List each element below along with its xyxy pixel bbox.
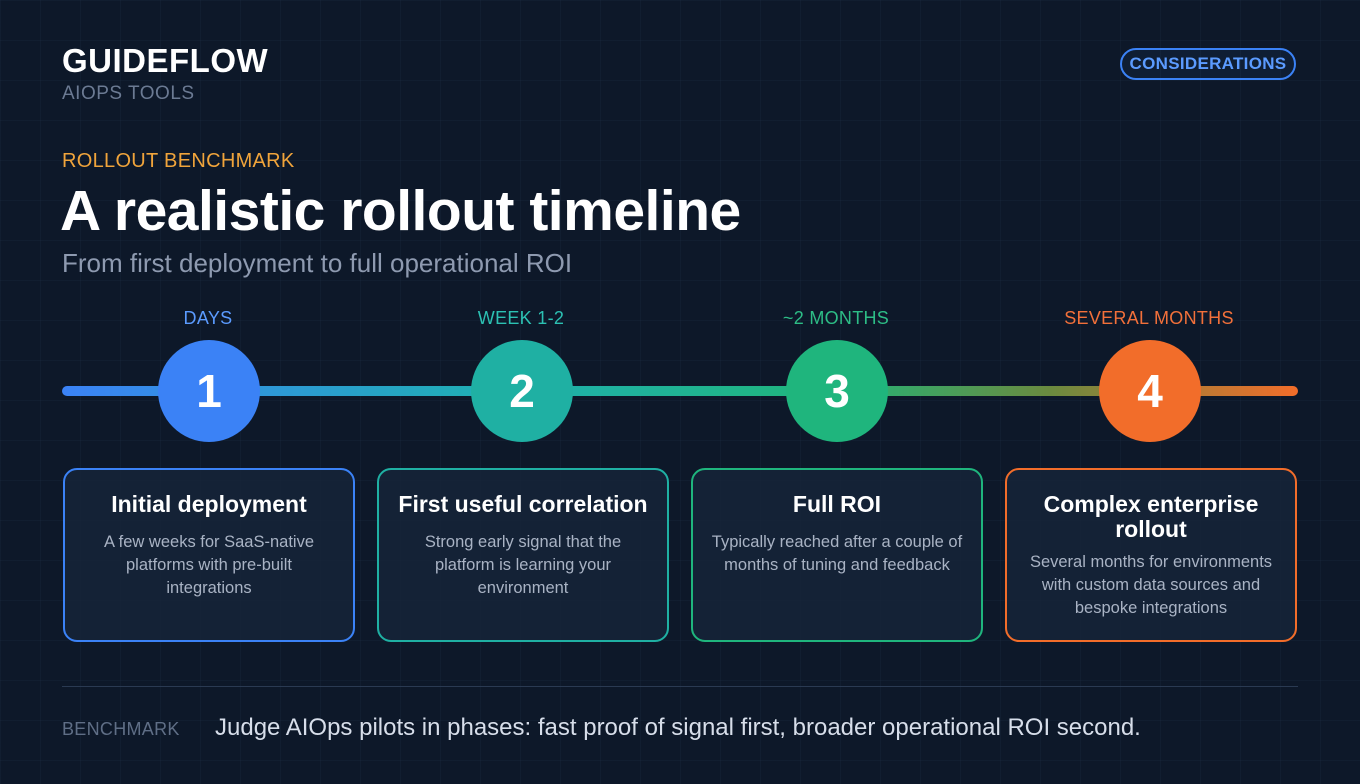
page-subtitle: From first deployment to full operationa… <box>62 248 573 278</box>
considerations-badge[interactable]: CONSIDERATIONS <box>1120 48 1296 80</box>
brand-title: GUIDEFLOW <box>62 42 269 79</box>
stage-card-description: Typically reached after a couple of mont… <box>711 533 963 574</box>
stage-label-2: WEEK 1-2 <box>477 308 565 328</box>
stage-card-title: Full ROI <box>792 491 882 517</box>
stage-card-description: Strong early signal that the platform is… <box>424 533 622 597</box>
page-title: A realistic rollout timeline <box>60 179 741 243</box>
stage-label-4: SEVERAL MONTHS <box>1064 308 1234 328</box>
stage-card-title: Complex enterprise rollout <box>1043 491 1259 542</box>
stage-node-1: 1 <box>158 340 260 442</box>
brand-subtitle: AIOPS TOOLS <box>62 83 195 104</box>
stage-card-2: First useful correlation Strong early si… <box>377 468 669 642</box>
stage-card-1: Initial deployment A few weeks for SaaS-… <box>63 468 355 642</box>
section-eyebrow: ROLLOUT BENCHMARK <box>62 150 295 172</box>
stage-card-title: Initial deployment <box>111 491 307 517</box>
footer-text: Judge AIOps pilots in phases: fast proof… <box>215 714 1141 741</box>
stage-node-4: 4 <box>1099 340 1201 442</box>
stage-card-3: Full ROI Typically reached after a coupl… <box>691 468 983 642</box>
footer-label: BENCHMARK <box>62 719 180 739</box>
stage-card-description: Several months for environments with cus… <box>1029 553 1273 617</box>
stage-node-2: 2 <box>471 340 573 442</box>
stage-card-description: A few weeks for SaaS-native platforms wi… <box>103 533 315 597</box>
stage-card-4: Complex enterprise rollout Several month… <box>1005 468 1297 642</box>
stage-node-3: 3 <box>786 340 888 442</box>
stage-label-3: ~2 MONTHS <box>782 308 890 328</box>
stage-card-title: First useful correlation <box>398 491 648 517</box>
footer-divider <box>62 686 1298 687</box>
timeline-track <box>62 386 1298 396</box>
stage-label-1: DAYS <box>183 308 233 328</box>
